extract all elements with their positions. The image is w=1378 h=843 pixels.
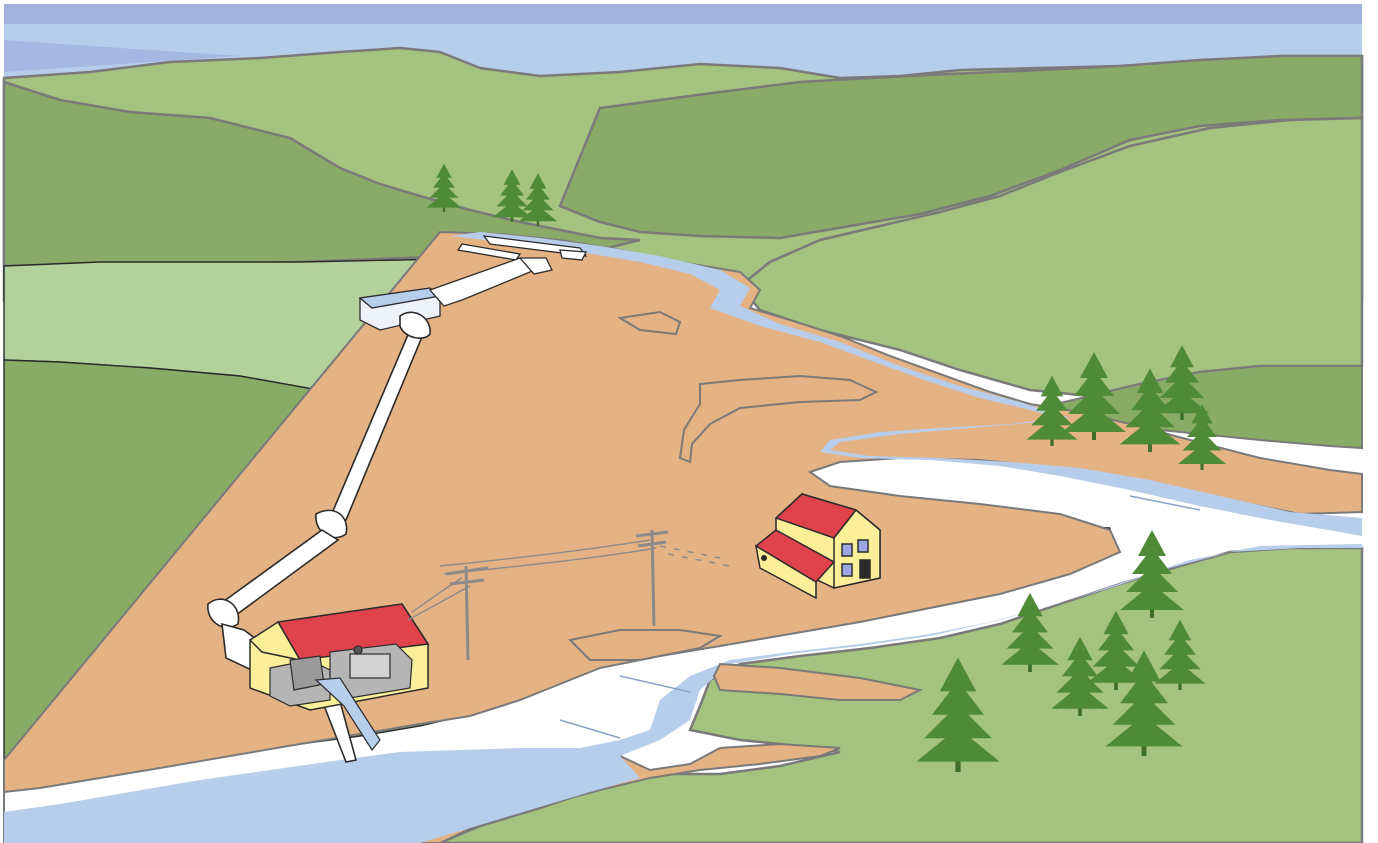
- hydro-illustration: [0, 0, 1378, 843]
- hydro-scene: [0, 0, 1378, 843]
